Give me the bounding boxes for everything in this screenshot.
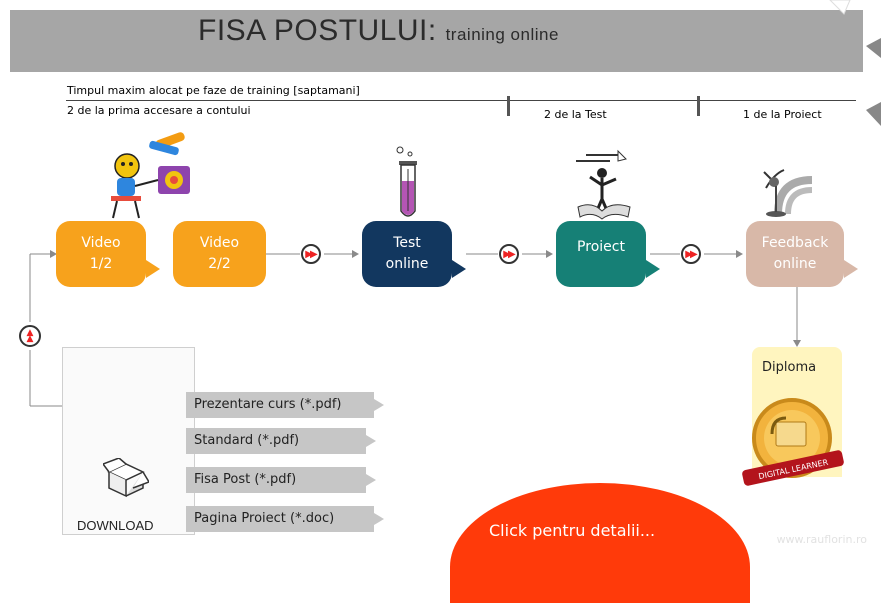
step-test-pointer — [452, 260, 466, 278]
step-project-pointer — [646, 260, 660, 278]
header-banner — [10, 10, 863, 72]
next-to-project-button[interactable]: ▶▶ — [499, 244, 519, 264]
step-feedback-subtitle: online — [773, 256, 817, 272]
step-test-subtitle: online — [385, 256, 429, 272]
test-tube-illustration — [396, 146, 417, 217]
step-video-1-title: Video — [81, 235, 121, 251]
step-feedback-title: Feedback — [761, 235, 829, 251]
student-computer-illustration — [111, 132, 190, 219]
phase-divider-1 — [507, 96, 510, 116]
feedback-satellite-illustration — [763, 169, 813, 217]
step-video-1-pointer — [146, 260, 160, 278]
phase-heading: Timpul maxim alocat pe faze de training … — [67, 84, 360, 97]
phase-2-label: 2 de la Test — [544, 108, 607, 121]
download-file-3-pointer — [366, 474, 376, 486]
presenter-illustration — [576, 149, 631, 220]
download-file-4[interactable]: Pagina Proiect (*.doc) — [186, 506, 374, 532]
download-file-2[interactable]: Standard (*.pdf) — [186, 428, 366, 454]
up-arrow-icon: ▲▲ — [26, 328, 34, 344]
step-test-title: Test — [393, 235, 421, 251]
corner-decoration — [829, 0, 881, 126]
download-panel[interactable] — [62, 347, 195, 535]
step-project[interactable]: Proiect — [556, 221, 646, 287]
phase-3-label: 1 de la Proiect — [743, 108, 822, 121]
flow-connectors — [29, 250, 801, 407]
phase-divider-2 — [697, 96, 700, 116]
forward-arrow-icon: ▶▶ — [685, 248, 698, 260]
step-video-2-part: 2/2 — [208, 256, 231, 272]
step-feedback-pointer — [844, 260, 858, 278]
step-video-2-title: Video — [199, 235, 240, 251]
forward-arrow-icon: ▶▶ — [503, 248, 516, 260]
next-to-test-button[interactable]: ▶▶ — [301, 244, 321, 264]
digital-learner-badge: DIGITAL LEARNER — [742, 398, 844, 486]
phase-timeline-line — [66, 100, 856, 101]
title-subtitle: training online — [445, 25, 559, 44]
title-main: FISA POSTULUI — [198, 14, 428, 47]
step-video-1[interactable]: Video 1/2 — [56, 221, 146, 287]
download-label: DOWNLOAD — [77, 518, 154, 533]
step-project-title: Proiect — [577, 239, 625, 255]
details-cta-label: Click pentru detalii... — [489, 521, 656, 540]
download-file-1[interactable]: Prezentare curs (*.pdf) — [186, 392, 374, 418]
title-separator: : — [427, 14, 437, 47]
download-file-4-pointer — [374, 513, 384, 525]
step-video-1-part: 1/2 — [89, 256, 113, 272]
step-feedback-online[interactable]: Feedback online — [746, 221, 844, 287]
step-video-2[interactable]: Video 2/2 — [173, 221, 266, 287]
download-file-2-pointer — [366, 435, 376, 447]
site-url: www.rauflorin.ro — [776, 533, 867, 546]
next-to-feedback-button[interactable]: ▶▶ — [681, 244, 701, 264]
phase-1-label: 2 de la prima accesare a contului — [67, 104, 251, 117]
download-file-1-pointer — [374, 399, 384, 411]
page-title: FISA POSTULUI: training online — [198, 14, 559, 48]
step-test-online[interactable]: Test online — [362, 221, 452, 287]
open-box-icon — [103, 458, 149, 498]
download-file-3[interactable]: Fisa Post (*.pdf) — [186, 467, 366, 493]
diploma-label: Diploma — [762, 360, 817, 375]
forward-arrow-icon: ▶▶ — [305, 248, 318, 260]
loop-up-button[interactable]: ▲▲ — [19, 325, 41, 347]
